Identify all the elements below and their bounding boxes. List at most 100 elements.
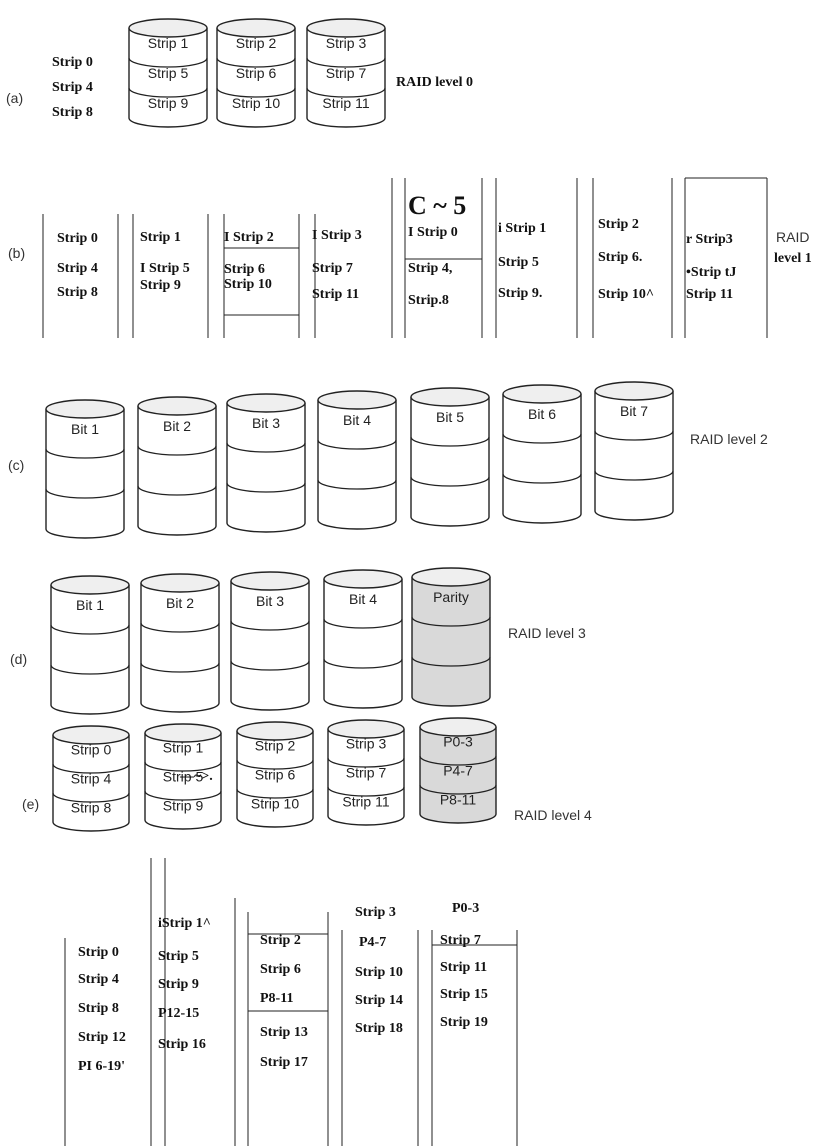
panel-c-disk-divider	[137, 445, 217, 456]
panel-f-strip: P4-7	[359, 935, 386, 950]
panel-f-strip: Strip 3	[355, 905, 396, 920]
panel-a-level: RAID level 0	[396, 75, 473, 90]
panel-e-disk-divider	[327, 786, 405, 797]
panel-b-strip: Strip 8	[57, 285, 98, 300]
panel-e-disk	[52, 735, 130, 832]
panel-a-disk-divider	[306, 87, 386, 98]
panel-e-disk	[236, 731, 314, 828]
panel-a-disk-label: Strip 5	[148, 65, 189, 81]
panel-b-strip: Strip 5	[498, 255, 539, 270]
panel-d-disk-cap	[323, 569, 403, 589]
panel-e-disk-divider	[327, 757, 405, 768]
panel-f-strip: Strip 16	[158, 1037, 206, 1052]
panel-d-disk	[230, 581, 310, 711]
panel-b-strip: Strip 6.	[598, 250, 642, 265]
panel-e-disk-label: P4-7	[443, 763, 473, 779]
panel-c-letter: (c)	[8, 457, 24, 473]
panel-d-disk-divider	[411, 616, 491, 627]
panel-d-level: RAID level 3	[508, 625, 586, 641]
panel-f-strip: Strip 5	[158, 949, 199, 964]
panel-a-disk-label: Strip 10	[232, 95, 280, 111]
panel-e-disk	[419, 727, 497, 824]
panel-e-disk-label: Strip 9	[163, 798, 204, 814]
panel-f-strip: Strip 14	[355, 993, 403, 1008]
panel-a-disk-label: Strip 7	[326, 65, 367, 81]
panel-f-strip: Strip 9	[158, 977, 199, 992]
panel-c-disk-divider	[410, 476, 490, 487]
panel-c-disk-cap	[594, 381, 674, 401]
panel-c-disk-divider	[410, 436, 490, 447]
panel-b-strip: r Strip3	[686, 232, 733, 247]
panel-f-strip: Strip 11	[440, 960, 487, 975]
panel-c-disk-divider	[317, 439, 397, 450]
panel-c-disk	[594, 391, 674, 521]
panel-e-disk-label: Strip 5	[163, 769, 204, 785]
panel-a-disk-label: Strip 6	[236, 65, 277, 81]
panel-c-disk-divider	[594, 470, 674, 481]
panel-a-disk-cap	[216, 18, 296, 38]
panel-b-strip: •Strip tJ	[686, 265, 736, 280]
panel-d-disk-divider	[140, 622, 220, 633]
panel-e-disk-divider	[144, 790, 222, 801]
panel-d-disk-cap	[411, 567, 491, 587]
panel-f-arrow: —~>.	[179, 769, 213, 784]
panel-f-strip: P12-15	[158, 1006, 199, 1021]
panel-f-strip: Strip 6	[260, 962, 301, 977]
panel-a-disk-divider	[216, 57, 296, 68]
panel-f-strip: P8-11	[260, 991, 293, 1006]
panel-f-strip: Strip 18	[355, 1021, 403, 1036]
panel-e-letter: (e)	[22, 796, 39, 812]
panel-d-disk-divider	[230, 620, 310, 631]
panel-f-strip: PI 6-19'	[78, 1059, 125, 1074]
panel-e-disk-label: Strip 6	[255, 767, 296, 783]
panel-b-strip: I Strip 2	[224, 230, 274, 245]
panel-e-disk-cap	[327, 719, 405, 739]
panel-b-strip: Strip 11	[312, 287, 359, 302]
panel-b-strip: Strip.8	[408, 293, 449, 308]
panel-f-strip: Strip 17	[260, 1055, 308, 1070]
panel-c-disk-divider	[226, 442, 306, 453]
panel-c-disk-label: Bit 7	[620, 403, 648, 419]
panel-e-disk-cap	[419, 717, 497, 737]
panel-f-strip: Strip 15	[440, 987, 488, 1002]
panel-e-disk-label: P8-11	[440, 792, 477, 808]
panel-c-disk-label: Bit 4	[343, 412, 371, 428]
panel-d-disk-cap	[140, 573, 220, 593]
panel-d-disk	[140, 583, 220, 713]
panel-f-strip: P0-3	[452, 901, 479, 916]
panel-f-strip: Strip 8	[78, 1001, 119, 1016]
panel-e-disk-label: Strip 10	[251, 796, 299, 812]
panel-e-disk-label: Strip 3	[346, 736, 387, 752]
panel-b-strip: Strip 9	[140, 278, 181, 293]
panel-e-disk-divider	[419, 755, 497, 766]
panel-c-disk-divider	[137, 485, 217, 496]
panel-b-level: level 1	[774, 251, 812, 266]
panel-e-disk-divider	[236, 788, 314, 799]
panel-e-disk-cap	[52, 725, 130, 745]
panel-c-disk-divider	[502, 473, 582, 484]
panel-a-disk-label: Strip 11	[322, 95, 369, 111]
panel-a-left-label: Strip 8	[52, 105, 93, 120]
panel-f-strip: Strip 7	[440, 933, 481, 948]
panel-d-disk-label: Bit 2	[166, 595, 194, 611]
panel-d-disk-cap	[50, 575, 130, 595]
panel-d-disk-cap	[230, 571, 310, 591]
panel-b-strip: Strip 6	[224, 262, 265, 277]
panel-e-disk-divider	[144, 761, 222, 772]
panel-e-disk-divider	[52, 792, 130, 803]
panel-f-strip: Strip 12	[78, 1030, 126, 1045]
panel-b-strip: Strip 0	[57, 231, 98, 246]
panel-d-disk	[323, 579, 403, 709]
panel-d-disk-divider	[230, 660, 310, 671]
panel-a-disk-cap	[306, 18, 386, 38]
panel-a-disk	[128, 28, 208, 128]
panel-d-disk-label: Bit 4	[349, 591, 377, 607]
panel-c-disk-divider	[502, 433, 582, 444]
panel-c-disk	[317, 400, 397, 530]
panel-e-disk-label: Strip 0	[71, 742, 112, 758]
panel-e-disk-label: Strip 7	[346, 765, 387, 781]
panel-a-disk	[306, 28, 386, 128]
panel-d-disk	[411, 577, 491, 707]
panel-c-disk-cap	[226, 393, 306, 413]
